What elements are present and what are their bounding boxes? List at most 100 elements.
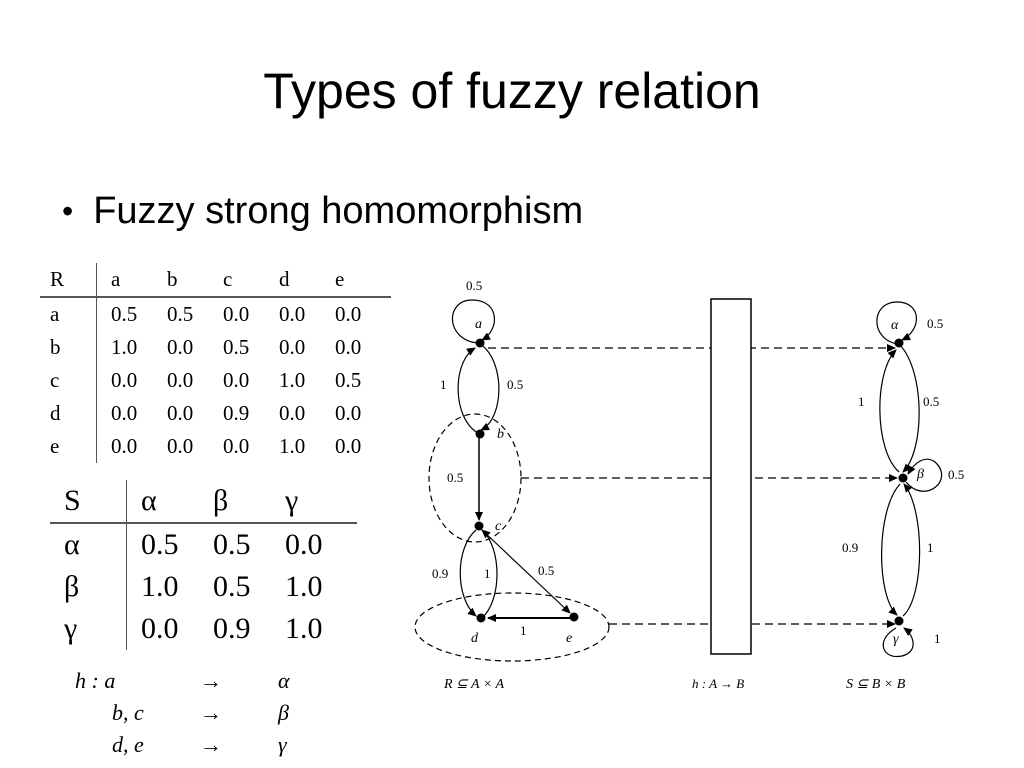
caption-middle: h : A → B (692, 676, 744, 691)
table-cell: 0.0 (167, 335, 194, 359)
edge-label: 1 (927, 540, 934, 555)
node-label: d (471, 631, 479, 646)
table-cell: 0.0 (223, 302, 250, 326)
node-beta (898, 473, 908, 483)
row-header: c (40, 364, 97, 397)
row-header: a (40, 297, 97, 331)
edge-c-to-e (481, 529, 571, 614)
edge-a-loop (451, 299, 496, 344)
edge-label: 1 (440, 377, 447, 392)
edge-label: 0.5 (538, 563, 554, 578)
col-header: γ (285, 480, 357, 524)
edge-alpha-to-beta (899, 344, 920, 473)
node-e (569, 612, 579, 622)
edge-label: 0.5 (466, 278, 482, 293)
relation-table-s: S α β γ α 0.5 0.5 0.0 β 1.0 0.5 1.0 γ 0.… (50, 480, 357, 650)
row-header: e (40, 430, 97, 463)
node-label: a (475, 317, 482, 332)
mapping-from: d, e (112, 732, 144, 757)
table-cell: 0.9 (213, 612, 251, 645)
table-cell: 0.5 (141, 528, 179, 561)
caption-right: S ⊆ B × B (846, 677, 906, 692)
table-row: d 0.0 0.0 0.9 0.0 0.0 (40, 397, 391, 430)
table-row: c 0.0 0.0 0.0 1.0 0.5 (40, 364, 391, 397)
col-header: d (279, 263, 335, 298)
edge-beta-to-alpha (879, 349, 900, 473)
table-cell: 0.5 (213, 570, 251, 603)
table-cell: 0.0 (335, 335, 362, 359)
table-cell: 0.0 (223, 368, 250, 392)
edge-gamma-to-beta (902, 483, 921, 617)
node-label: β (916, 467, 924, 482)
edge-label: 0.5 (948, 467, 964, 482)
table-cell: 0.0 (223, 434, 250, 458)
table-cell: 0.0 (279, 302, 306, 326)
table-cell: 1.0 (279, 434, 306, 458)
edge-label: 0.5 (507, 377, 523, 392)
table-cell: 0.0 (167, 368, 194, 392)
table-cell: 0.0 (279, 335, 306, 359)
node-label: γ (893, 632, 899, 647)
node-d (476, 613, 486, 623)
group-de-ellipse (414, 592, 610, 662)
relation-table-r: R a b c d e a 0.5 0.5 0.0 0.0 0.0 b 1.0 … (40, 263, 391, 463)
table-cell: 0.5 (111, 302, 138, 326)
slide-title: Types of fuzzy relation (263, 63, 761, 119)
table-row: γ 0.0 0.9 1.0 (50, 608, 357, 650)
edge-label: 0.5 (927, 316, 943, 331)
edge-label: 1 (934, 631, 941, 646)
edge-b-to-a (457, 347, 479, 434)
node-alpha (894, 338, 904, 348)
edge-label: 0.5 (447, 470, 463, 485)
row-header: d (40, 397, 97, 430)
table-corner: R (40, 263, 97, 298)
edge-label: 0.9 (842, 540, 858, 555)
table-cell: 1.0 (141, 570, 179, 603)
table-cell: 1.0 (285, 570, 323, 603)
table-cell: 0.0 (335, 434, 362, 458)
table-cell: 0.5 (213, 528, 251, 561)
table-corner: S (50, 480, 127, 524)
bullet-dot: • (62, 193, 74, 229)
mapping-from: b, c (112, 700, 144, 725)
table-cell: 0.0 (111, 368, 138, 392)
mapping-to: β (278, 700, 289, 725)
mapping-to: γ (278, 732, 287, 757)
row-header: α (50, 523, 127, 566)
node-gamma (894, 616, 904, 626)
table-cell: 0.5 (167, 302, 194, 326)
mapping-to: α (278, 668, 290, 693)
mapping-arrow: → (200, 732, 222, 757)
col-header: c (223, 263, 279, 298)
mapping-arrow: → (200, 700, 222, 725)
edge-gamma-loop (882, 627, 914, 658)
table-cell: 0.0 (279, 401, 306, 425)
row-header: b (40, 331, 97, 364)
node-a (475, 338, 485, 348)
edge-beta-loop (905, 458, 943, 492)
edge-label: 1 (858, 394, 865, 409)
table-row: e 0.0 0.0 0.0 1.0 0.0 (40, 430, 391, 463)
edge-label: 1 (484, 566, 491, 581)
table-cell: 0.0 (285, 528, 323, 561)
edge-d-to-c (481, 529, 498, 619)
node-b (475, 429, 485, 439)
node-label: α (891, 318, 899, 333)
table-cell: 0.5 (223, 335, 250, 359)
table-row: a 0.5 0.5 0.0 0.0 0.0 (40, 297, 391, 331)
edge-label: 1 (520, 623, 527, 638)
col-header: b (167, 263, 223, 298)
node-label: c (495, 519, 502, 534)
edge-a-to-b (479, 343, 500, 431)
bullet-text: Fuzzy strong homomorphism (93, 190, 584, 232)
table-cell: 1.0 (111, 335, 138, 359)
node-label: b (497, 427, 504, 442)
table-cell: 0.0 (167, 401, 194, 425)
caption-left: R ⊆ A × A (443, 677, 505, 692)
col-header: e (335, 263, 391, 298)
col-header: α (126, 480, 213, 524)
table-row: β 1.0 0.5 1.0 (50, 566, 357, 608)
table-cell: 1.0 (285, 612, 323, 645)
edge-label: 0.5 (923, 394, 939, 409)
